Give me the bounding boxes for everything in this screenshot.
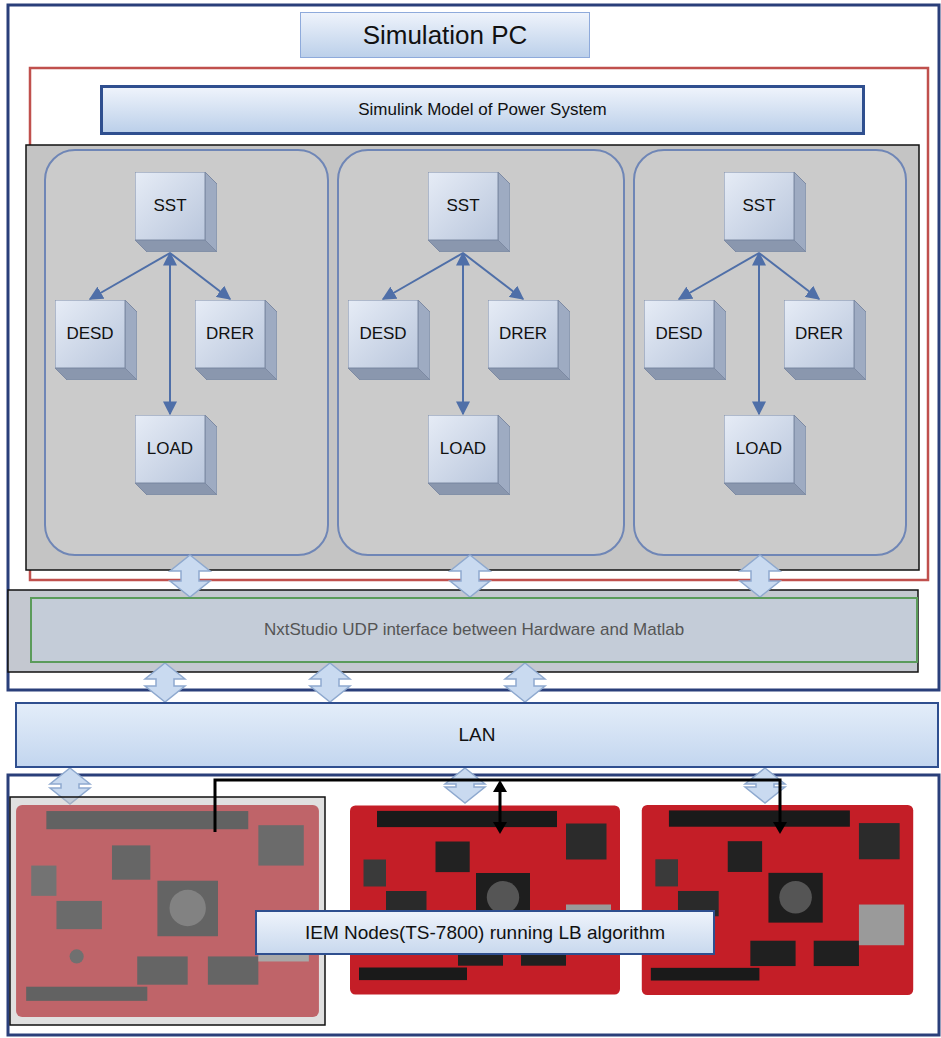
cube-face [724,483,806,495]
cube-face [135,415,205,483]
cube-face [125,300,137,380]
power-flow-arrow [463,253,523,299]
component-name: DRER [795,324,843,344]
network-link-arrow [505,663,545,702]
cube-face [428,172,498,240]
label-box: IEM Nodes(TS-7800) running LB algorithm [255,910,715,955]
component-cube: DRER [784,300,866,380]
cube-face [55,300,125,368]
cube-front: SST [135,172,205,240]
component-cube: SST [135,172,217,252]
cube-front: LOAD [428,415,498,483]
cube-face [644,368,726,380]
network-link-arrow [310,663,350,702]
cube-face [498,415,510,495]
component-name: LOAD [440,439,486,459]
lan-text: LAN [459,724,496,746]
cube-face [195,368,277,380]
simulink-text: Simulink Model of Power System [358,100,606,120]
cube-face [724,415,794,483]
component-cube: DRER [488,300,570,380]
cube-front: DRER [488,300,558,368]
power-flow-arrow [90,253,170,299]
cube-front: SST [724,172,794,240]
cube-front: DESD [644,300,714,368]
power-flow-arrow [462,253,464,414]
cube-face [724,240,806,252]
component-name: DRER [499,324,547,344]
cube-front: LOAD [135,415,205,483]
cube-face [348,368,430,380]
cube-face [714,300,726,380]
component-cube: DRER [195,300,277,380]
cube-face [724,172,794,240]
cube-front: DRER [195,300,265,368]
cube-face [794,415,806,495]
component-name: LOAD [147,439,193,459]
title-box: Simulation PC [300,12,590,58]
component-name: DRER [206,324,254,344]
cube-face [135,172,205,240]
component-name: SST [742,196,775,216]
cube-front: LOAD [724,415,794,483]
cube-front: DRER [784,300,854,368]
power-flow-arrow [169,253,171,414]
label-text: IEM Nodes(TS-7800) running LB algorithm [305,922,665,944]
power-flow-arrow [679,253,759,299]
cube-face [205,415,217,495]
component-name: LOAD [736,439,782,459]
cube-face [418,300,430,380]
cube-face [428,415,498,483]
cube-face [55,368,137,380]
cube-face [498,172,510,252]
cube-face [428,240,510,252]
component-cube: DESD [55,300,137,380]
cube-face [348,300,418,368]
cube-face [195,300,265,368]
cube-front: SST [428,172,498,240]
cube-face [265,300,277,380]
cube-face [854,300,866,380]
component-name: SST [446,196,479,216]
component-cube: LOAD [428,415,510,495]
power-flow-arrow [170,253,230,299]
cube-face [205,172,217,252]
component-cube: DESD [644,300,726,380]
power-flow-arrow [383,253,463,299]
power-flow-arrow [759,253,819,299]
cube-front: DESD [55,300,125,368]
component-name: DESD [359,324,406,344]
cube-face [558,300,570,380]
udp-text: NxtStudio UDP interface between Hardware… [264,620,684,640]
cube-face [784,300,854,368]
power-flow-arrow [758,253,760,414]
simulink-box: Simulink Model of Power System [100,85,865,135]
network-link-arrow [145,663,185,702]
component-name: DESD [66,324,113,344]
component-cube: LOAD [724,415,806,495]
component-name: DESD [655,324,702,344]
cube-face [784,368,866,380]
lan-box: LAN [15,702,939,768]
cube-face [488,368,570,380]
cube-face [488,300,558,368]
component-cube: SST [428,172,510,252]
cube-face [135,483,217,495]
cube-face [644,300,714,368]
component-name: SST [153,196,186,216]
component-cube: DESD [348,300,430,380]
udp-box: NxtStudio UDP interface between Hardware… [30,597,918,663]
cube-face [794,172,806,252]
component-cube: SST [724,172,806,252]
title-text: Simulation PC [363,20,528,51]
component-cube: LOAD [135,415,217,495]
cube-front: DESD [348,300,418,368]
cube-face [135,240,217,252]
cube-face [428,483,510,495]
